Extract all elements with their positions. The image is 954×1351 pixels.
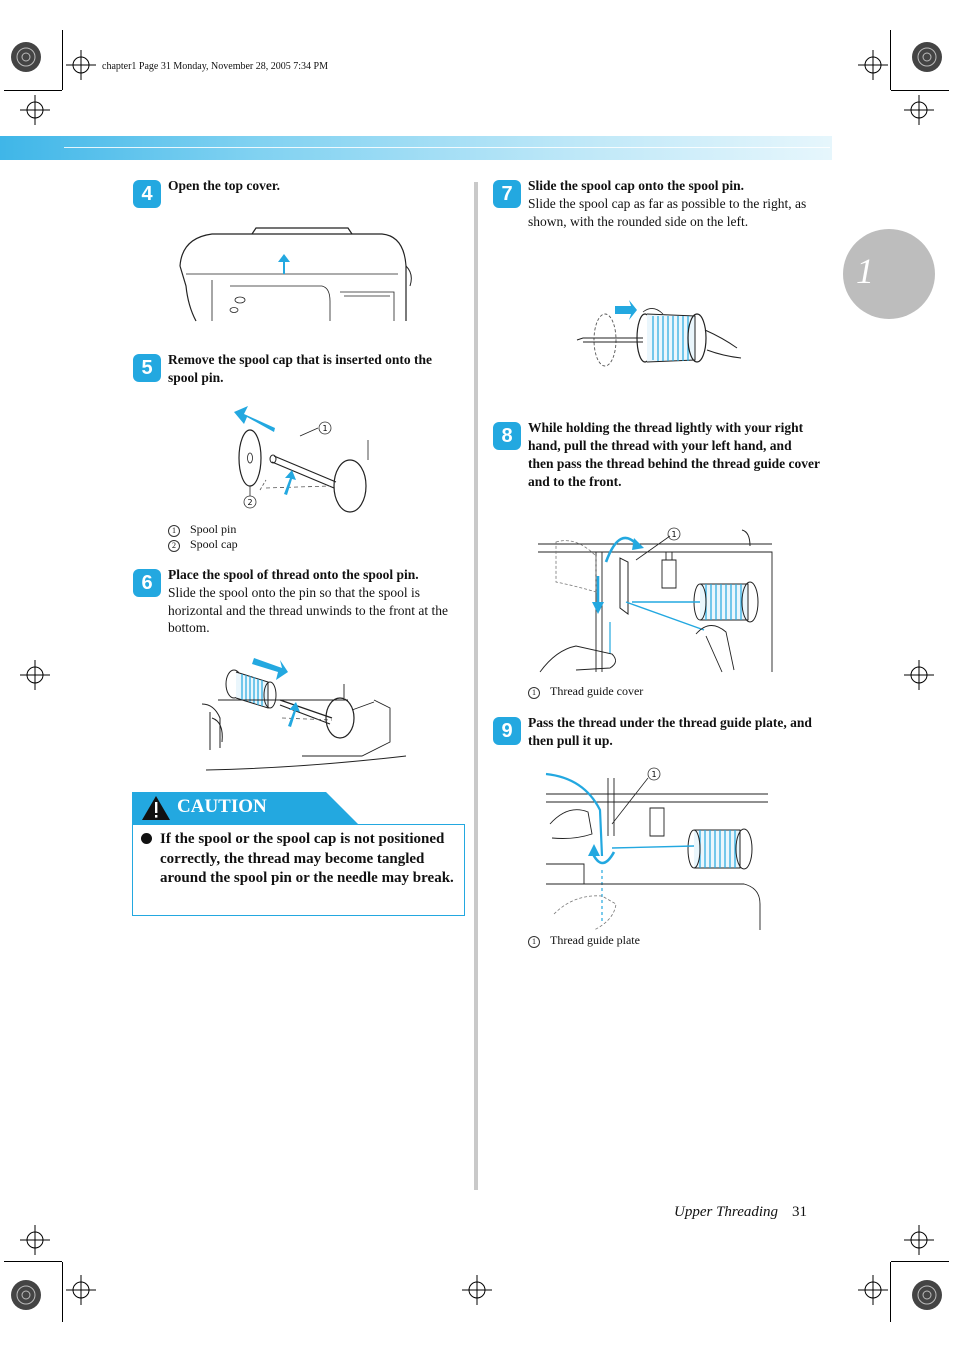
top-cover-illustration — [179, 227, 412, 322]
column-divider — [474, 182, 478, 1190]
header-band-rule — [64, 147, 830, 148]
legend-list: 1 Thread guide plate — [528, 933, 640, 948]
registration-mark-icon — [11, 42, 41, 72]
legend-item: 1 Spool pin — [168, 522, 238, 537]
legend-list: 1 Spool pin 2 Spool cap — [168, 522, 238, 552]
thread-guide-cover-illustration: 1 — [538, 527, 773, 673]
step-number: 4 — [133, 180, 161, 208]
crosshair-icon — [858, 50, 888, 80]
crosshair-icon — [20, 95, 50, 125]
step-body: Slide the spool onto the pin so that the… — [168, 585, 449, 635]
callout-marker: 1 — [528, 936, 540, 948]
svg-text:1: 1 — [651, 770, 656, 779]
step-title: Slide the spool cap onto the spool pin. — [528, 178, 745, 193]
crosshair-icon — [904, 95, 934, 125]
step-number: 6 — [133, 569, 161, 597]
svg-text:1: 1 — [671, 530, 676, 539]
svg-text:1: 1 — [322, 424, 327, 433]
legend-item: 1 Thread guide cover — [528, 684, 643, 699]
page-footer: Upper Threading 31 — [674, 1204, 807, 1221]
caution-header — [132, 792, 358, 824]
footer-section-title: Upper Threading — [674, 1204, 779, 1220]
spool-cap-removal-illustration: 1 2 — [234, 406, 369, 513]
legend-item: 1 Thread guide plate — [528, 933, 640, 948]
step-title: Remove the spool cap that is inserted on… — [168, 352, 432, 385]
crosshair-icon — [858, 1275, 888, 1305]
callout-marker: 1 — [168, 525, 180, 537]
step-title: While holding the thread lightly with yo… — [528, 420, 820, 489]
crosshair-icon — [66, 1275, 96, 1305]
crosshair-icon — [904, 660, 934, 690]
step-title: Pass the thread under the thread guide p… — [528, 715, 812, 748]
step-number: 8 — [493, 422, 521, 450]
caution-text: If the spool or the spool cap is not pos… — [160, 831, 454, 886]
legend-label: Thread guide cover — [550, 684, 644, 698]
bullet-icon — [141, 833, 152, 844]
spool-cap-attach-illustration — [576, 300, 742, 367]
page-number: 31 — [792, 1204, 808, 1220]
svg-text:2: 2 — [247, 498, 252, 507]
print-slug: chapter1 Page 31 Monday, November 28, 20… — [102, 61, 328, 72]
step-number: 9 — [493, 717, 521, 745]
thread-guide-plate-illustration: 1 — [545, 767, 768, 931]
caution-heading: CAUTION — [177, 796, 267, 817]
callout-marker: 2 — [168, 540, 180, 552]
step-number: 5 — [133, 354, 161, 382]
callout-marker: 1 — [528, 687, 540, 699]
crosshair-icon — [66, 50, 96, 80]
step-title: Place the spool of thread onto the spool… — [168, 567, 419, 582]
step-title: Open the top cover. — [168, 178, 280, 193]
step-number: 7 — [493, 180, 521, 208]
step-body: Slide the spool cap as far as possible t… — [528, 196, 807, 229]
chapter-number: 1 — [856, 251, 874, 291]
crosshair-icon — [904, 1225, 934, 1255]
legend-label: Thread guide plate — [550, 933, 640, 947]
legend-label: Spool cap — [190, 537, 238, 551]
legend-item: 2 Spool cap — [168, 537, 238, 552]
spool-placement-illustration — [202, 658, 407, 771]
crosshair-icon — [20, 660, 50, 690]
legend-list: 1 Thread guide cover — [528, 684, 643, 699]
legend-label: Spool pin — [190, 522, 237, 536]
crosshair-icon — [462, 1275, 492, 1305]
crosshair-icon — [20, 1225, 50, 1255]
caution-box — [132, 824, 465, 916]
header-band — [0, 136, 832, 160]
chapter-tab — [843, 229, 935, 319]
registration-mark-icon — [912, 42, 942, 72]
registration-mark-icon — [11, 1280, 41, 1310]
registration-mark-icon — [912, 1280, 942, 1310]
